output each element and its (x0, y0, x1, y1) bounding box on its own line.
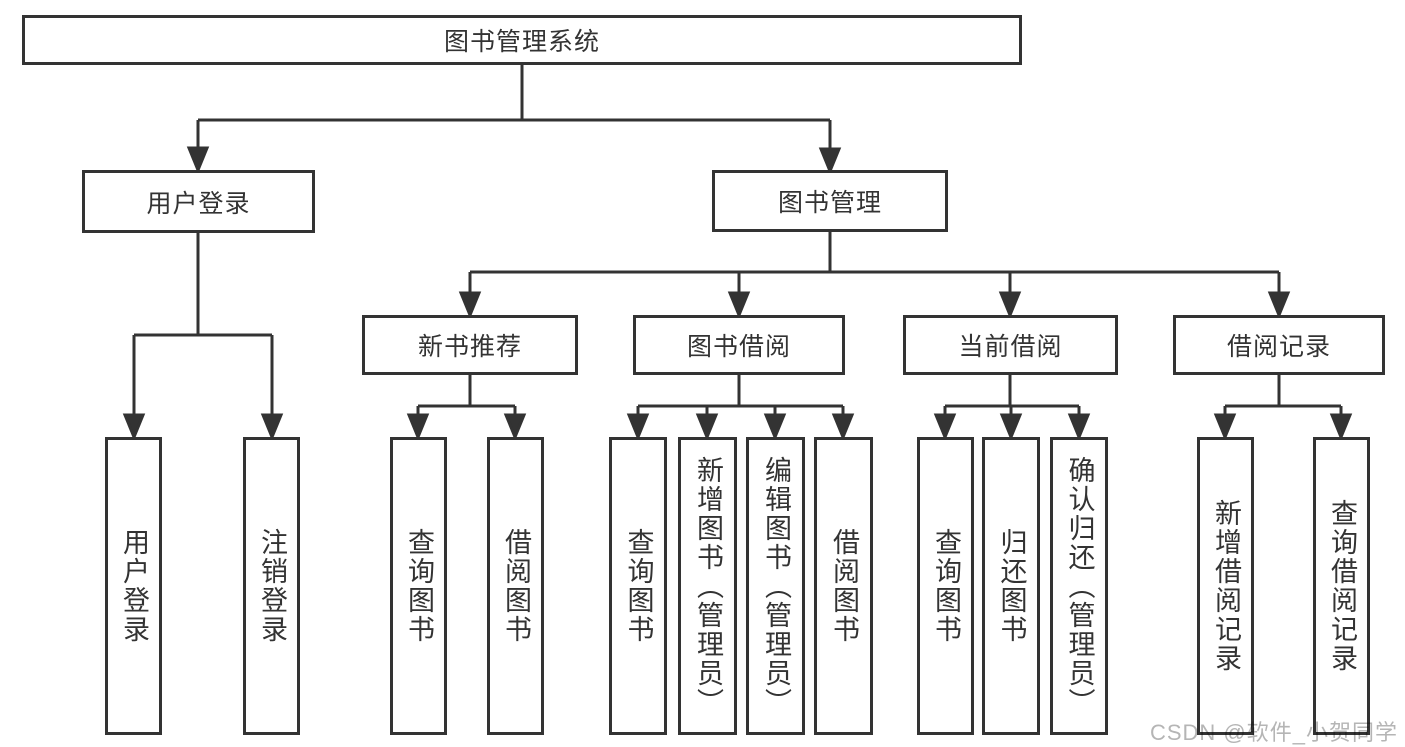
leaf-user-login: 用户登录 (105, 437, 162, 735)
node-label: 图书管理 (777, 189, 882, 217)
node-book-management-module: 图书管理 (712, 170, 948, 232)
node-borrowing-records: 借阅记录 (1173, 315, 1385, 375)
node-label: 用户登录 (146, 189, 251, 218)
leaf-label: 编辑图书（管理员） (761, 455, 791, 717)
leaf-query-borrow-record: 查询借阅记录 (1313, 437, 1370, 735)
leaf-query-books-recommend: 查询图书 (390, 437, 447, 735)
leaf-label: 注销登录 (257, 528, 287, 644)
node-label: 图书管理系统 (443, 28, 600, 56)
node-user-login-module: 用户登录 (82, 170, 315, 233)
leaf-add-borrow-record: 新增借阅记录 (1197, 437, 1254, 735)
leaf-query-books-current: 查询图书 (917, 437, 974, 735)
arrowheads (122, 120, 1353, 441)
node-new-book-recommendation: 新书推荐 (362, 315, 578, 375)
leaf-label: 查询借阅记录 (1327, 499, 1357, 673)
leaf-add-books-admin: 新增图书（管理员） (678, 437, 737, 735)
node-current-borrowing: 当前借阅 (903, 315, 1118, 375)
leaf-label: 新增借阅记录 (1211, 499, 1241, 673)
leaf-label: 查询图书 (404, 528, 434, 644)
node-label: 图书借阅 (686, 333, 791, 361)
leaf-return-books: 归还图书 (982, 437, 1040, 735)
leaf-label: 归还图书 (996, 528, 1027, 644)
leaf-label: 确认归还（管理员） (1064, 455, 1095, 717)
leaf-label: 借阅图书 (829, 528, 859, 644)
leaf-label: 新增图书（管理员） (693, 455, 723, 717)
leaf-borrow-books-recommend: 借阅图书 (487, 437, 544, 735)
node-label: 当前借阅 (958, 333, 1063, 361)
leaf-label: 查询图书 (623, 528, 654, 644)
leaf-label: 借阅图书 (501, 528, 531, 644)
leaf-query-books-borrowing: 查询图书 (609, 437, 667, 735)
csdn-watermark: CSDN @软件_小贺同学 (1149, 720, 1398, 745)
leaf-borrow-books: 借阅图书 (814, 437, 873, 735)
leaf-label: 查询图书 (931, 528, 961, 644)
leaf-edit-books-admin: 编辑图书（管理员） (746, 437, 805, 735)
node-label: 新书推荐 (417, 333, 522, 361)
node-root-system: 图书管理系统 (22, 15, 1022, 65)
leaf-confirm-return-admin: 确认归还（管理员） (1050, 437, 1108, 735)
leaf-logout: 注销登录 (243, 437, 300, 735)
leaf-label: 用户登录 (119, 528, 149, 644)
node-book-borrowing: 图书借阅 (633, 315, 845, 375)
node-label: 借阅记录 (1226, 333, 1331, 361)
